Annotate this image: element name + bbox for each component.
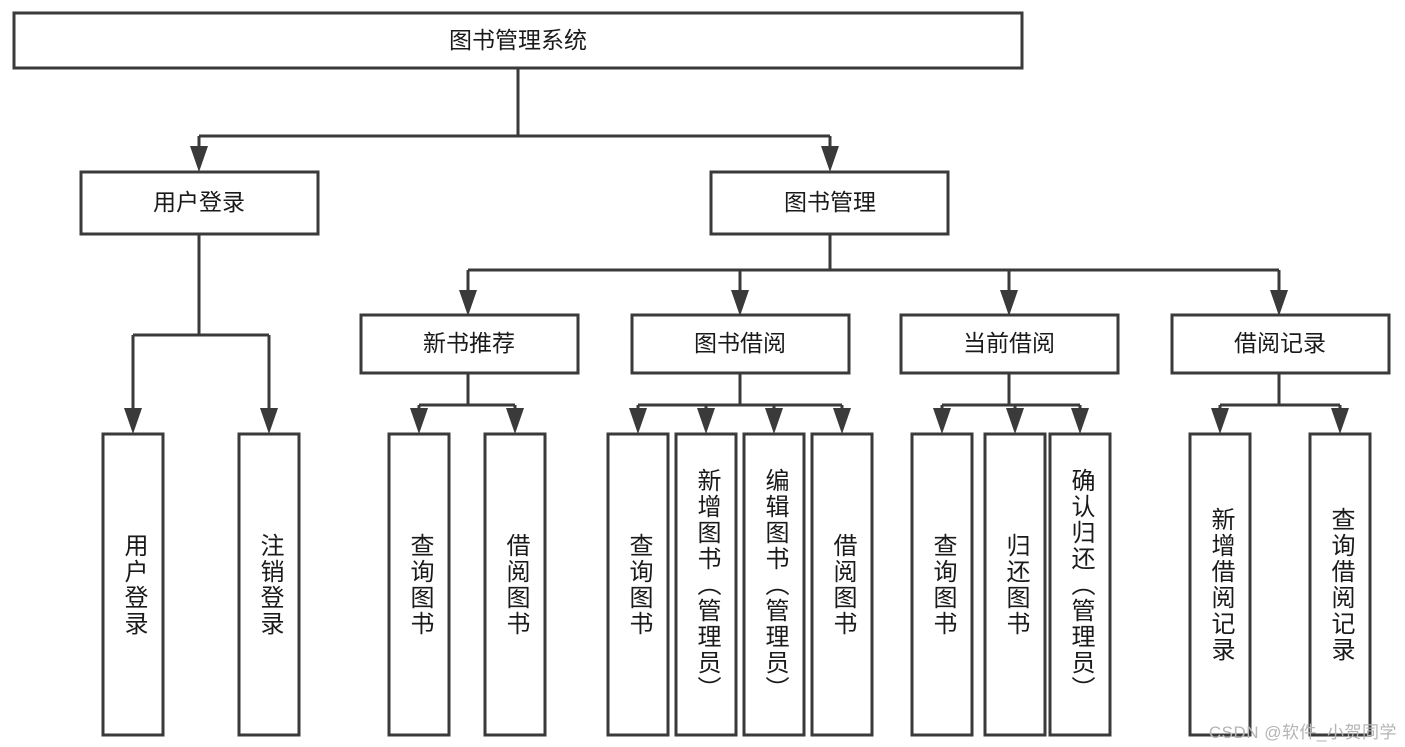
arrow-current-borrow [1000, 290, 1018, 316]
connector-group-root [190, 68, 839, 172]
node-borrow-record[interactable]: 借阅记录 [1170, 313, 1391, 375]
leaf-add-book-box[interactable] [674, 432, 738, 737]
node-root[interactable]: 图书管理系统 [12, 11, 1024, 70]
leaf-query-record-box[interactable] [1308, 432, 1372, 737]
arrow-leaf-query-book-brw [629, 408, 647, 434]
arrow-leaf-return-book [1006, 408, 1024, 434]
watermark-text: CSDN @软件_小贺同学 [1208, 723, 1397, 742]
arrow-leaf-logout-login [260, 408, 278, 434]
leaf-user-login-box[interactable] [101, 432, 165, 737]
arrow-leaf-borrow-book-brw [833, 408, 851, 434]
leaf-add-record-box[interactable] [1188, 432, 1252, 737]
node-book-manage-label: 图书管理 [784, 189, 876, 215]
node-current-borrow-box[interactable] [899, 313, 1120, 375]
arrow-leaf-add-book [697, 408, 715, 434]
leaf-edit-book-box[interactable] [742, 432, 806, 737]
arrow-leaf-borrow-book-rec [506, 408, 524, 434]
node-book-manage-box[interactable] [709, 170, 950, 236]
connector-group-current-borrow [933, 373, 1089, 434]
connector-group-new-book-rec [410, 373, 524, 434]
node-new-book-rec-box[interactable] [359, 313, 580, 375]
arrow-borrow-record [1270, 290, 1288, 316]
arrow-leaf-query-book-cur [933, 408, 951, 434]
arrow-leaf-confirm-return [1071, 408, 1089, 434]
arrow-book-borrow [731, 290, 749, 316]
arrow-leaf-query-book-rec [410, 408, 428, 434]
node-borrow-record-label: 借阅记录 [1234, 330, 1326, 356]
node-current-borrow[interactable]: 当前借阅 [899, 313, 1120, 375]
node-current-borrow-label: 当前借阅 [963, 330, 1055, 356]
node-book-borrow-box[interactable] [630, 313, 851, 375]
leaf-logout-login-box[interactable] [237, 432, 301, 737]
node-new-book-rec-label: 新书推荐 [423, 330, 515, 356]
arrow-leaf-add-record [1211, 408, 1229, 434]
connector-group-borrow-record [1211, 373, 1349, 434]
node-user-login[interactable]: 用户登录 [79, 170, 320, 236]
node-new-book-rec[interactable]: 新书推荐 [359, 313, 580, 375]
leaf-confirm-return-box[interactable] [1048, 432, 1112, 737]
leaf-query-book-brw-box[interactable] [606, 432, 670, 737]
leaf-query-book-cur-box[interactable] [910, 432, 974, 737]
arrow-user-login [190, 146, 208, 172]
leaf-query-book-rec-box[interactable] [387, 432, 451, 737]
arrow-leaf-query-record [1331, 408, 1349, 434]
node-user-login-box[interactable] [79, 170, 320, 236]
node-root-label: 图书管理系统 [449, 27, 587, 53]
leaf-borrow-book-brw-box[interactable] [810, 432, 874, 737]
node-root-box[interactable] [12, 11, 1024, 70]
leaf-borrow-book-rec-box[interactable] [483, 432, 547, 737]
arrow-book-manage [821, 146, 839, 172]
node-user-login-label: 用户登录 [153, 189, 245, 215]
node-borrow-record-box[interactable] [1170, 313, 1391, 375]
node-book-borrow-label: 图书借阅 [694, 330, 786, 356]
connector-group-user-login [124, 234, 278, 434]
leaf-return-book-box[interactable] [983, 432, 1047, 737]
node-book-manage[interactable]: 图书管理 [709, 170, 950, 236]
connector-group-book-borrow [629, 373, 851, 434]
leaf-box-group [101, 432, 1372, 737]
arrow-leaf-edit-book [765, 408, 783, 434]
arrow-new-book-rec [459, 290, 477, 316]
connector-group-book-manage [459, 234, 1288, 316]
arrow-leaf-user-login [124, 408, 142, 434]
node-book-borrow[interactable]: 图书借阅 [630, 313, 851, 375]
